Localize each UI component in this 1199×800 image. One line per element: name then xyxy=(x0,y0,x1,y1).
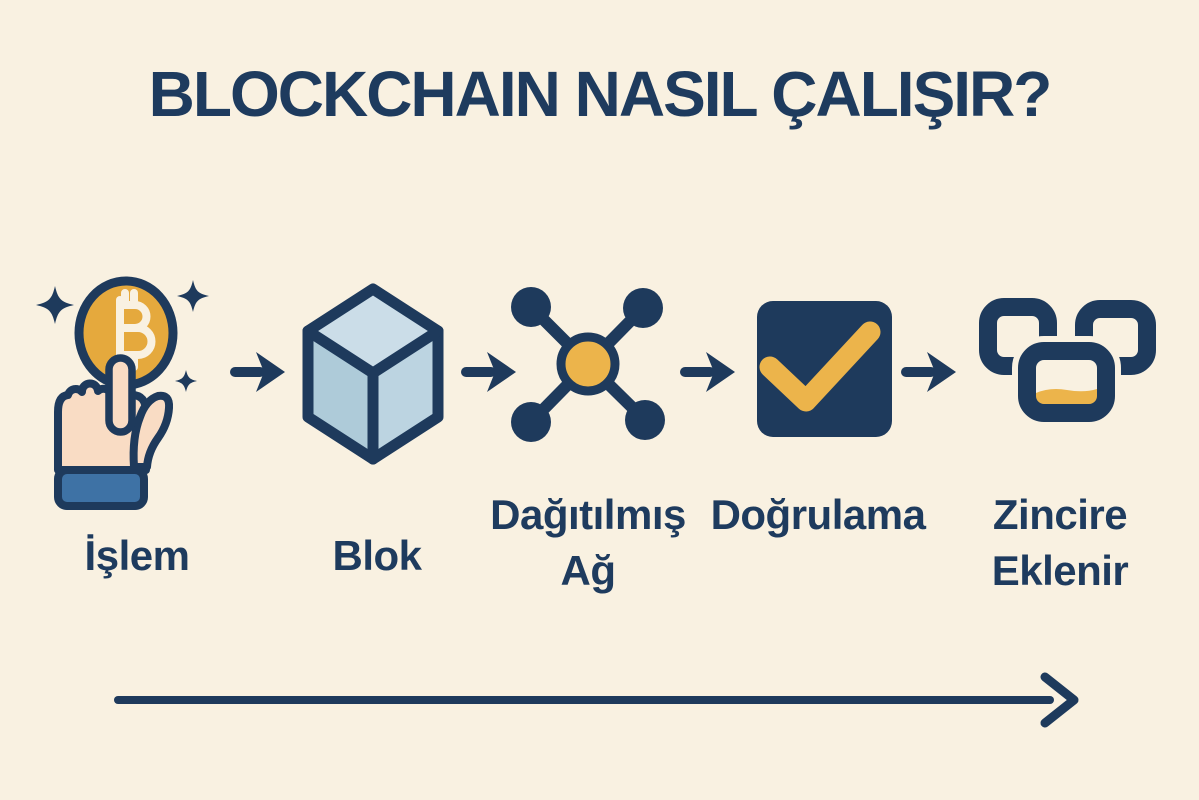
sparkle-icon xyxy=(175,370,197,392)
step-label-blok: Blok xyxy=(277,528,477,584)
step-label-line: Blok xyxy=(332,532,422,579)
flow-arrow-icon xyxy=(461,347,521,397)
step-label-line: Zincire xyxy=(992,491,1128,538)
step-label-zincire-eklenir: Zincire Eklenir xyxy=(950,487,1170,599)
flow-arrow-icon xyxy=(680,347,740,397)
bitcoin-tap-icon xyxy=(28,262,228,512)
step-label-dogrulama: Doğrulama xyxy=(698,487,938,543)
chain-links-icon xyxy=(972,290,1162,440)
block-cube-icon xyxy=(300,281,446,473)
step-label-line: Eklenir xyxy=(991,547,1129,594)
page-title: BLOCKCHAIN NASIL ÇALIŞIR? xyxy=(148,58,1053,130)
distributed-network-icon xyxy=(503,279,673,449)
sparkle-icon xyxy=(36,286,74,324)
verification-check-icon xyxy=(753,297,896,441)
step-label-line: İşlem xyxy=(84,532,190,579)
step-label-line: Ağ xyxy=(560,547,617,594)
step-label-islem: İşlem xyxy=(37,528,237,584)
step-label-dagitilmis-ag: Dağıtılmış Ağ xyxy=(468,487,708,599)
step-label-line: Doğrulama xyxy=(710,491,926,538)
sparkle-icon xyxy=(177,280,209,312)
step-label-line: Dağıtılmış xyxy=(490,491,686,538)
flow-arrow-icon xyxy=(230,347,290,397)
flow-arrow-icon xyxy=(901,347,961,397)
process-direction-arrow-icon xyxy=(100,670,1085,730)
